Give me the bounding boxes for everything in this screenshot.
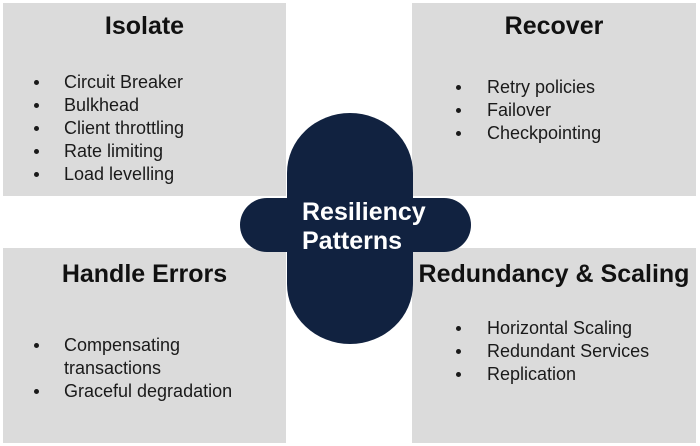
list-item: Compensating transactions (3, 334, 254, 380)
isolate-bullet-list: Circuit Breaker Bulkhead Client throttli… (3, 71, 184, 186)
center-title-line1: Resiliency (302, 198, 426, 226)
quadrant-title-recover: Recover (504, 12, 604, 40)
list-item: Bulkhead (3, 94, 184, 117)
quadrant-title-isolate: Isolate (104, 12, 185, 40)
list-item: Load levelling (3, 163, 184, 186)
quadrant-recover: Recover Retry policies Failover Checkpoi… (412, 3, 696, 196)
handle-errors-bullet-list: Compensating transactions Graceful degra… (3, 334, 254, 403)
list-item: Graceful degradation (3, 380, 254, 403)
list-item: Failover (412, 99, 601, 122)
quadrant-handle-errors: Handle Errors Compensating transactions … (3, 248, 286, 443)
quadrant-title-redundancy-scaling: Redundancy & Scaling (418, 260, 690, 288)
center-capsule (287, 113, 413, 344)
list-item: Horizontal Scaling (412, 317, 649, 340)
list-item: Replication (412, 363, 649, 386)
list-item: Redundant Services (412, 340, 649, 363)
quadrant-redundancy-scaling: Redundancy & Scaling Horizontal Scaling … (412, 248, 696, 443)
center-title: Resiliency Patterns (302, 198, 426, 256)
redundancy-bullet-list: Horizontal Scaling Redundant Services Re… (412, 317, 649, 386)
list-item: Rate limiting (3, 140, 184, 163)
center-title-line2: Patterns (302, 227, 403, 255)
recover-bullet-list: Retry policies Failover Checkpointing (412, 76, 601, 145)
list-item: Client throttling (3, 117, 184, 140)
list-item: Retry policies (412, 76, 601, 99)
list-item: Checkpointing (412, 122, 601, 145)
quadrant-isolate: Isolate Circuit Breaker Bulkhead Client … (3, 3, 286, 196)
quadrant-title-handle-errors: Handle Errors (61, 260, 228, 288)
list-item: Circuit Breaker (3, 71, 184, 94)
